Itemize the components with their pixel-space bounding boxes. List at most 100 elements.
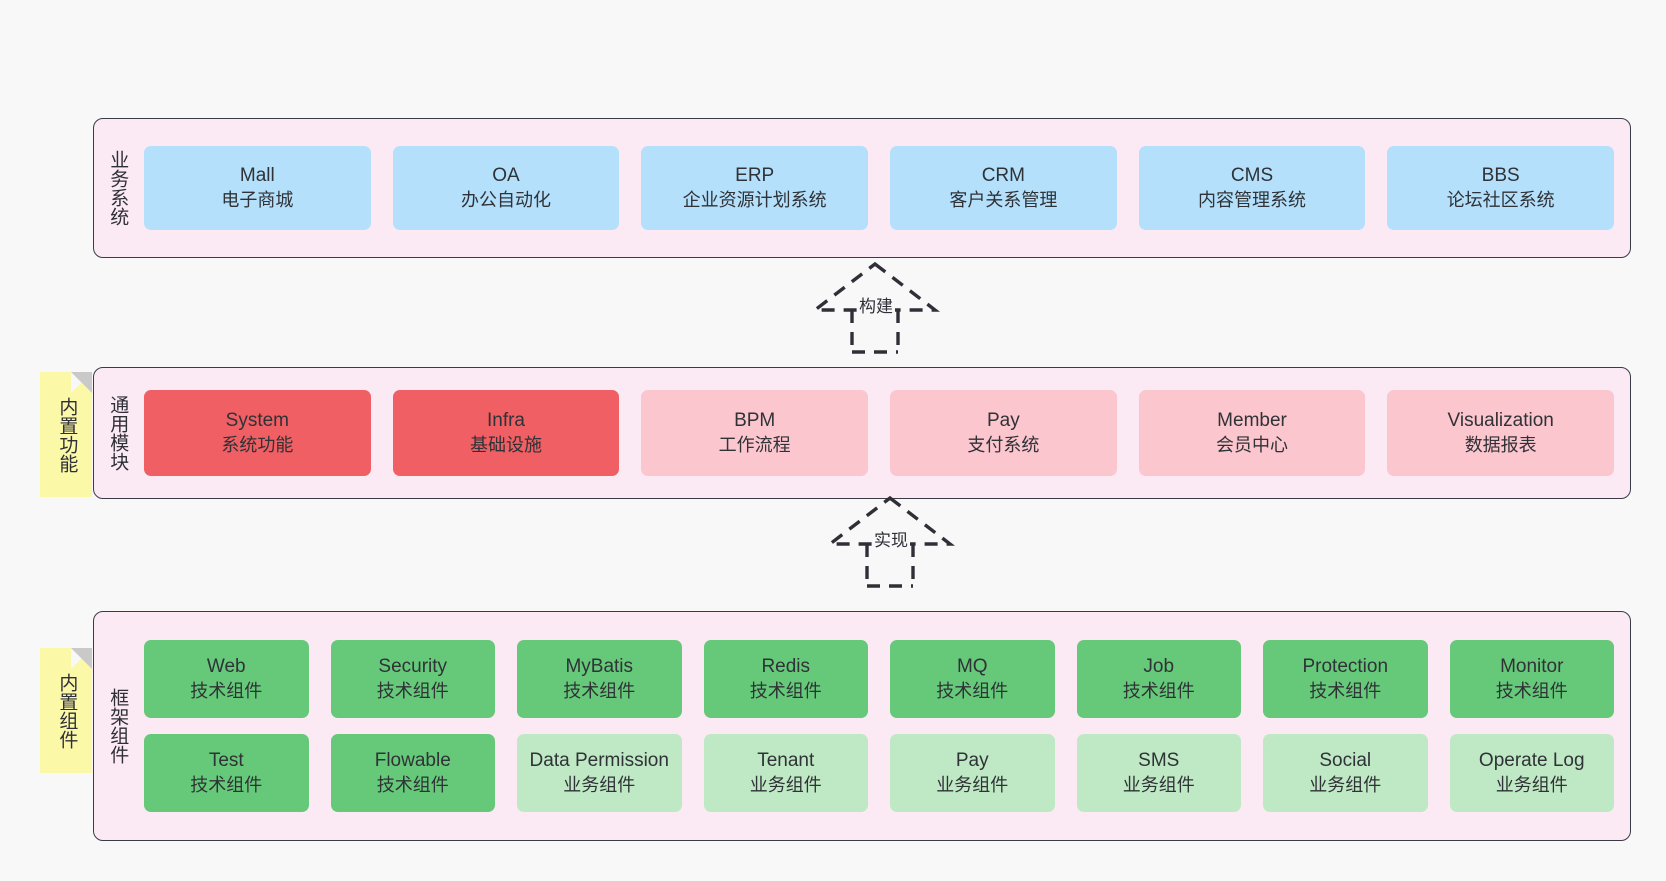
card-member-title: Member <box>1217 410 1287 432</box>
card-bbs-subtitle: 论坛社区系统 <box>1446 189 1555 210</box>
card-cms-title: CMS <box>1230 165 1274 187</box>
card-bbs-title: BBS <box>1481 165 1520 187</box>
business-system-card-row: Mall 电子商城 OA 办公自动化 ERP 企业资源计划系统 CRM 客户关系… <box>144 146 1615 230</box>
card-monitor-title: Monitor <box>1500 656 1564 678</box>
card-mq-title: MQ <box>956 656 988 678</box>
layer-title-common-module: 通用模块 <box>107 395 129 471</box>
card-security[interactable]: Security 技术组件 <box>330 640 495 718</box>
card-social-subtitle: 业务组件 <box>1309 774 1382 795</box>
card-erp[interactable]: ERP 企业资源计划系统 <box>641 146 869 230</box>
card-tenant-title: Tenant <box>757 750 815 772</box>
card-infra-title: Infra <box>486 410 526 432</box>
card-crm-subtitle: 客户关系管理 <box>949 189 1058 210</box>
sticky-fold-corner-icon <box>71 648 92 669</box>
layer-business-system: 业务系统 Mall 电子商城 OA 办公自动化 ERP 企业资源计划系统 CRM… <box>93 118 1631 258</box>
card-job-title: Job <box>1143 656 1175 678</box>
card-erp-title: ERP <box>735 165 775 187</box>
card-sms[interactable]: SMS 业务组件 <box>1076 734 1241 812</box>
card-member-subtitle: 会员中心 <box>1216 434 1289 455</box>
card-tenant[interactable]: Tenant 业务组件 <box>703 734 868 812</box>
card-pay-module-subtitle: 支付系统 <box>967 434 1040 455</box>
sticky-note-builtin-function-label: 内置功能 <box>56 396 78 473</box>
card-crm[interactable]: CRM 客户关系管理 <box>890 146 1117 230</box>
card-system[interactable]: System 系统功能 <box>144 390 371 476</box>
card-pay-component-title: Pay <box>955 750 989 772</box>
card-visualization[interactable]: Visualization 数据报表 <box>1387 390 1615 476</box>
card-monitor[interactable]: Monitor 技术组件 <box>1449 640 1614 718</box>
card-web-title: Web <box>206 656 246 678</box>
card-erp-subtitle: 企业资源计划系统 <box>682 189 827 210</box>
layer-common-module: 通用模块 System 系统功能 Infra 基础设施 BPM 工作流程 Pay… <box>93 367 1631 499</box>
card-monitor-subtitle: 技术组件 <box>1495 680 1568 701</box>
card-mybatis-subtitle: 技术组件 <box>563 680 636 701</box>
layer-title-business-system: 业务系统 <box>107 150 129 226</box>
card-operate-log-title: Operate Log <box>1478 750 1585 772</box>
card-protection-title: Protection <box>1302 656 1389 678</box>
card-flowable-subtitle: 技术组件 <box>376 774 449 795</box>
card-oa-title: OA <box>492 165 520 187</box>
layer-body-framework-component: Web 技术组件 Security 技术组件 MyBatis 技术组件 Redi… <box>140 612 1630 840</box>
card-data-permission[interactable]: Data Permission 业务组件 <box>517 734 682 812</box>
card-protection[interactable]: Protection 技术组件 <box>1263 640 1428 718</box>
card-member[interactable]: Member 会员中心 <box>1138 390 1366 476</box>
card-test-title: Test <box>208 750 244 772</box>
card-bpm-title: BPM <box>734 410 776 432</box>
card-bbs[interactable]: BBS 论坛社区系统 <box>1387 146 1615 230</box>
sticky-note-builtin-component: 内置组件 <box>40 648 92 773</box>
connector-build-label: 构建 <box>857 292 895 317</box>
card-job-subtitle: 技术组件 <box>1122 680 1195 701</box>
card-visualization-subtitle: 数据报表 <box>1464 434 1537 455</box>
card-crm-title: CRM <box>981 165 1025 187</box>
card-flowable-title: Flowable <box>374 750 451 772</box>
card-mall-subtitle: 电子商城 <box>221 189 294 210</box>
card-security-subtitle: 技术组件 <box>376 680 449 701</box>
card-pay-component[interactable]: Pay 业务组件 <box>890 734 1055 812</box>
layer-framework-component: 框架组件 Web 技术组件 Security 技术组件 MyBatis 技术组件… <box>93 611 1631 841</box>
card-web-subtitle: 技术组件 <box>190 680 263 701</box>
card-operate-log[interactable]: Operate Log 业务组件 <box>1449 734 1614 812</box>
card-web[interactable]: Web 技术组件 <box>144 640 309 718</box>
card-cms[interactable]: CMS 内容管理系统 <box>1138 146 1366 230</box>
card-infra[interactable]: Infra 基础设施 <box>392 390 620 476</box>
common-module-card-row: System 系统功能 Infra 基础设施 BPM 工作流程 Pay 支付系统… <box>144 390 1615 476</box>
card-social-title: Social <box>1319 750 1372 772</box>
card-protection-subtitle: 技术组件 <box>1309 680 1382 701</box>
card-flowable[interactable]: Flowable 技术组件 <box>330 734 495 812</box>
card-pay-module[interactable]: Pay 支付系统 <box>890 390 1117 476</box>
sticky-fold-corner-icon <box>71 372 92 393</box>
card-mq[interactable]: MQ 技术组件 <box>890 640 1055 718</box>
sticky-note-builtin-function: 内置功能 <box>40 372 92 497</box>
card-mall-title: Mall <box>239 165 275 187</box>
card-test-subtitle: 技术组件 <box>190 774 263 795</box>
card-pay-module-title: Pay <box>986 410 1020 432</box>
card-sms-subtitle: 业务组件 <box>1122 774 1195 795</box>
layer-title-framework-component: 框架组件 <box>107 688 129 764</box>
card-pay-component-subtitle: 业务组件 <box>936 774 1009 795</box>
card-bpm-subtitle: 工作流程 <box>718 434 791 455</box>
connector-build: 构建 <box>795 258 955 354</box>
card-mybatis[interactable]: MyBatis 技术组件 <box>517 640 682 718</box>
connector-implement: 实现 <box>810 492 970 588</box>
card-bpm[interactable]: BPM 工作流程 <box>641 390 869 476</box>
card-mybatis-title: MyBatis <box>565 656 634 678</box>
card-cms-subtitle: 内容管理系统 <box>1198 189 1307 210</box>
framework-component-row-2: Test 技术组件 Flowable 技术组件 Data Permission … <box>144 734 1614 812</box>
card-system-subtitle: 系统功能 <box>221 434 294 455</box>
card-job[interactable]: Job 技术组件 <box>1076 640 1241 718</box>
card-oa[interactable]: OA 办公自动化 <box>392 146 620 230</box>
card-data-permission-title: Data Permission <box>529 750 669 772</box>
card-operate-log-subtitle: 业务组件 <box>1495 774 1568 795</box>
card-data-permission-subtitle: 业务组件 <box>563 774 636 795</box>
card-tenant-subtitle: 业务组件 <box>749 774 822 795</box>
card-visualization-title: Visualization <box>1447 410 1554 432</box>
card-mall[interactable]: Mall 电子商城 <box>144 146 371 230</box>
card-redis[interactable]: Redis 技术组件 <box>703 640 868 718</box>
card-system-title: System <box>225 410 290 432</box>
card-oa-subtitle: 办公自动化 <box>461 189 551 210</box>
connector-implement-label: 实现 <box>872 526 910 551</box>
card-test[interactable]: Test 技术组件 <box>144 734 309 812</box>
card-security-title: Security <box>378 656 448 678</box>
card-social[interactable]: Social 业务组件 <box>1263 734 1428 812</box>
layer-body-business-system: Mall 电子商城 OA 办公自动化 ERP 企业资源计划系统 CRM 客户关系… <box>140 119 1630 257</box>
